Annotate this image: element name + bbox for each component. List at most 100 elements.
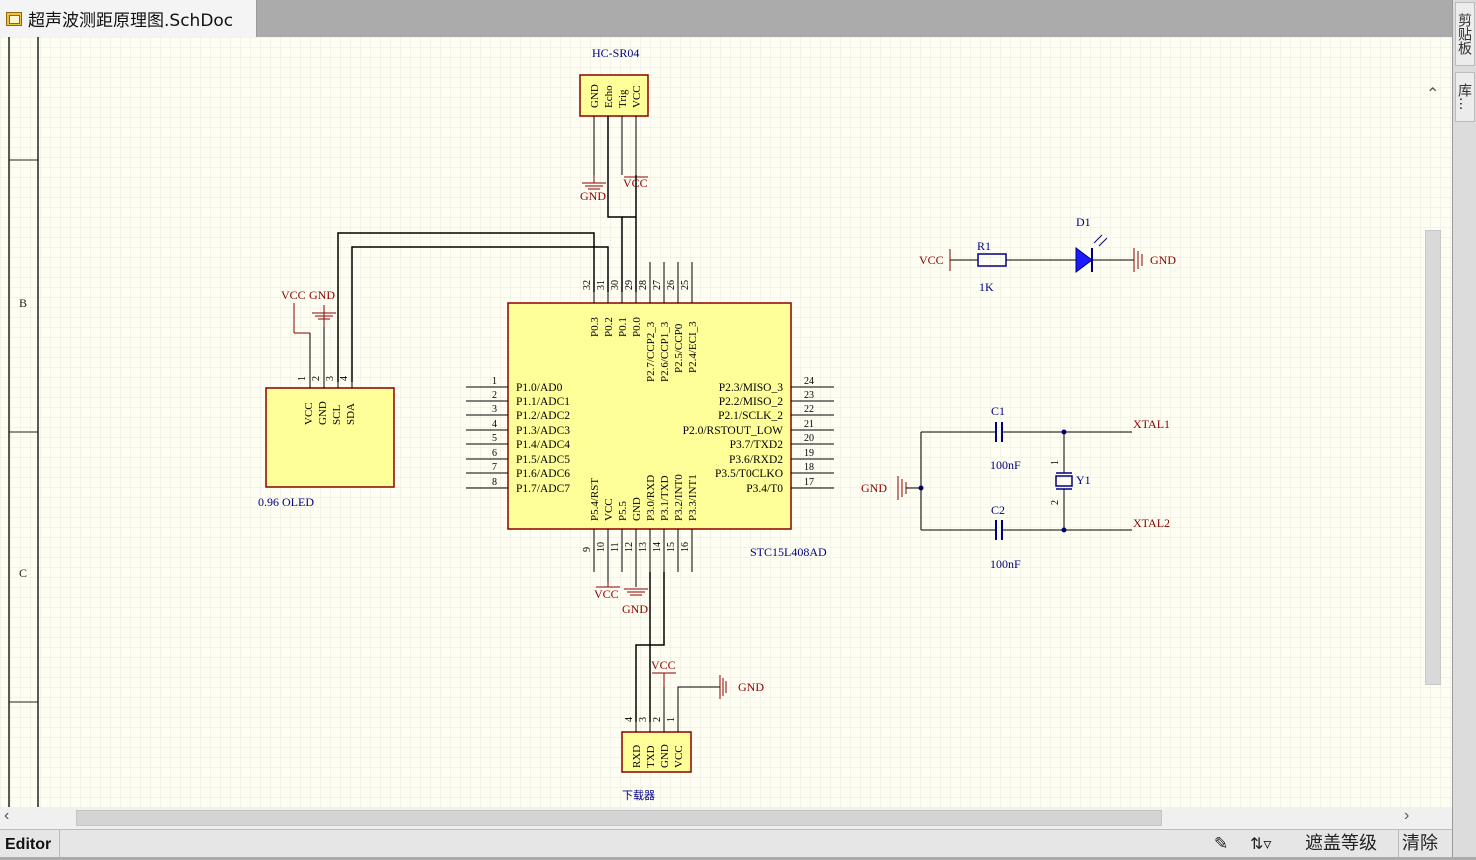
schematic-doc-icon — [6, 11, 22, 26]
mcu-pin-p13: P1.3/ADC3 — [516, 425, 570, 437]
mcu-pin-num-18: 18 — [804, 462, 814, 473]
mcu-pin-p33: P3.3/INT1 — [687, 474, 699, 521]
downloader-pin-gnd: GND — [659, 744, 671, 768]
hcsr04-pin-gnd: GND — [589, 84, 601, 108]
mcu-pin-num-30: 30 — [610, 280, 621, 290]
mcu-pin-num-5: 5 — [492, 433, 497, 444]
oled-comment: 0.96 OLED — [258, 495, 314, 509]
mcu-pin-p31: P3.1/TXD — [659, 475, 671, 521]
mcu-pin-num-3: 3 — [492, 404, 497, 415]
document-tab-bar: 超声波测距原理图.SchDoc — [0, 0, 1452, 37]
mcu-pin-p15: P1.5/ADC5 — [516, 454, 570, 466]
mcu-gnd-label: GND — [622, 602, 648, 616]
hcsr04-pin-trig: Trig — [617, 89, 629, 108]
c2-value: 100nF — [990, 557, 1021, 571]
mcu-pin-num-13: 13 — [638, 542, 649, 552]
hcsr04-designator: HC-SR04 — [592, 46, 639, 60]
mcu-pin-p21: P2.1/SCLK_2 — [718, 410, 783, 422]
clipboard-panel-tab[interactable]: 剪贴板 — [1455, 2, 1475, 66]
document-tab-title: 超声波测距原理图.SchDoc — [28, 11, 234, 31]
mcu-pin-num-27: 27 — [652, 280, 663, 290]
downloader-pin-num-3: 3 — [638, 717, 649, 722]
filter-icon[interactable]: ⇅▿ — [1250, 834, 1272, 853]
crystal-circuit[interactable]: GND C1 100nF C2 100nF Y1 1 2 XTAL1 XTAL2 — [861, 404, 1170, 571]
oled-pin-gnd: GND — [317, 401, 329, 425]
vertical-scroll-thumb[interactable] — [1425, 230, 1441, 685]
mcu-pin-p22: P2.2/MISO_2 — [719, 396, 783, 408]
mcu-pin-p20: P2.0/RSTOUT_LOW — [683, 425, 784, 437]
downloader-component[interactable]: 4 3 2 1 RXD TXD GND VCC 下载器 — [621, 687, 692, 802]
c1-value: 100nF — [990, 458, 1021, 472]
mcu-pin-num-1: 1 — [492, 376, 497, 387]
mcu-pin-p55: P5.5 — [617, 501, 629, 521]
mcu-pin-num-32: 32 — [582, 280, 593, 290]
c2-designator: C2 — [991, 503, 1005, 517]
mcu-pin-num-20: 20 — [804, 433, 814, 444]
scroll-right-icon[interactable]: › — [1404, 807, 1410, 824]
mcu-pin-p34: P3.4/T0 — [746, 483, 783, 495]
oled-pin-scl: SCL — [331, 405, 343, 425]
oled-pin-vcc: VCC — [303, 402, 315, 425]
mcu-pin-p54: P5.4/RST — [589, 478, 601, 521]
oled-pin-num-2: 2 — [311, 376, 322, 381]
mcu-pin-num-16: 16 — [680, 542, 691, 552]
mcu-right-pins — [791, 386, 834, 489]
mcu-pin-num-8: 8 — [492, 477, 497, 488]
xtal2-net-label: XTAL2 — [1133, 516, 1170, 530]
hcsr04-pin-echo: Echo — [603, 85, 615, 108]
resistor-value: 1K — [979, 280, 994, 294]
mcu-pin-num-29: 29 — [624, 280, 635, 290]
mcu-pin-p35: P3.5/T0CLKO — [715, 468, 783, 480]
zone-label-c: C — [19, 566, 27, 580]
mask-level-button[interactable]: 遮盖等级 — [1305, 833, 1377, 854]
led-circuit[interactable]: VCC R1 1K D1 GND — [919, 215, 1176, 294]
status-bar: Editor ✎ ⇅▿ 遮盖等级 清除 — [0, 829, 1452, 857]
mcu-pin-num-14: 14 — [652, 542, 663, 552]
schematic-canvas[interactable]: B C HC-SR04 GND Echo Trig VCC GND VCC VC… — [0, 37, 1452, 807]
mcu-pin-num-9: 9 — [582, 547, 593, 552]
uart-wires — [635, 572, 665, 722]
mcu-pin-num-22: 22 — [804, 404, 814, 415]
mcu-pin-p36: P3.6/RXD2 — [729, 454, 783, 466]
mcu-left-pins — [466, 386, 508, 489]
diode-designator: D1 — [1076, 215, 1091, 229]
downloader-pin-rxd: RXD — [631, 745, 643, 768]
mcu-pin-p25: P2.5/CCP0 — [673, 323, 685, 373]
pencil-icon[interactable]: ✎ — [1214, 834, 1229, 854]
mcu-pin-num-24: 24 — [804, 376, 814, 387]
mcu-pin-p11: P1.1/ADC1 — [516, 396, 570, 408]
mcu-pin-num-17: 17 — [804, 477, 814, 488]
editor-tab[interactable]: Editor — [0, 830, 60, 857]
mcu-pin-vcc: VCC — [603, 498, 615, 521]
downloader-pin-num-2: 2 — [652, 717, 663, 722]
horizontal-scroll-thumb[interactable] — [76, 810, 1162, 826]
mcu-pin-num-4: 4 — [492, 419, 497, 430]
mcu-pin-num-12: 12 — [624, 542, 635, 552]
oled-pin-num-1: 1 — [297, 376, 308, 381]
mcu-pin-p12: P1.2/ADC2 — [516, 410, 570, 422]
oled-component[interactable]: VCC GND SCL SDA 1 2 3 4 0.96 OLED — [258, 327, 395, 509]
document-tab[interactable]: 超声波测距原理图.SchDoc — [0, 0, 257, 37]
vertical-scrollbar[interactable]: ⌃ ⌄ — [1422, 80, 1444, 807]
mcu-bottom-power: VCC GND — [594, 582, 648, 616]
scroll-up-icon[interactable]: ⌃ — [1426, 86, 1440, 103]
mcu-pin-num-28: 28 — [638, 280, 649, 290]
mcu-pin-p17: P1.7/ADC7 — [516, 483, 570, 495]
clear-button[interactable]: 清除 — [1398, 830, 1438, 857]
hcsr04-gnd-label: GND — [580, 189, 606, 203]
downloader-pin-vcc: VCC — [673, 745, 685, 768]
library-panel-tab[interactable]: 库... — [1455, 72, 1475, 122]
zone-label-b: B — [19, 296, 27, 310]
horizontal-scrollbar[interactable]: ‹ › — [0, 807, 1452, 829]
mcu-pin-p37: P3.7/TXD2 — [730, 439, 784, 451]
mcu-pin-num-23: 23 — [804, 390, 814, 401]
xtal1-net-label: XTAL1 — [1133, 417, 1170, 431]
oled-pin-sda: SDA — [345, 403, 357, 425]
y1-pin-2: 2 — [1050, 500, 1061, 505]
mcu-pin-p32: P3.2/INT0 — [673, 474, 685, 521]
scroll-left-icon[interactable]: ‹ — [4, 807, 10, 824]
mcu-pin-p24: P2.4/ECI_3 — [687, 321, 699, 373]
mcu-component[interactable]: STC15L408AD 32 31 30 29 28 27 26 25 P0.3… — [466, 262, 834, 587]
sheet-frame: B C — [8, 37, 39, 807]
mcu-pin-p26: P2.6/CCP1_3 — [659, 321, 671, 382]
